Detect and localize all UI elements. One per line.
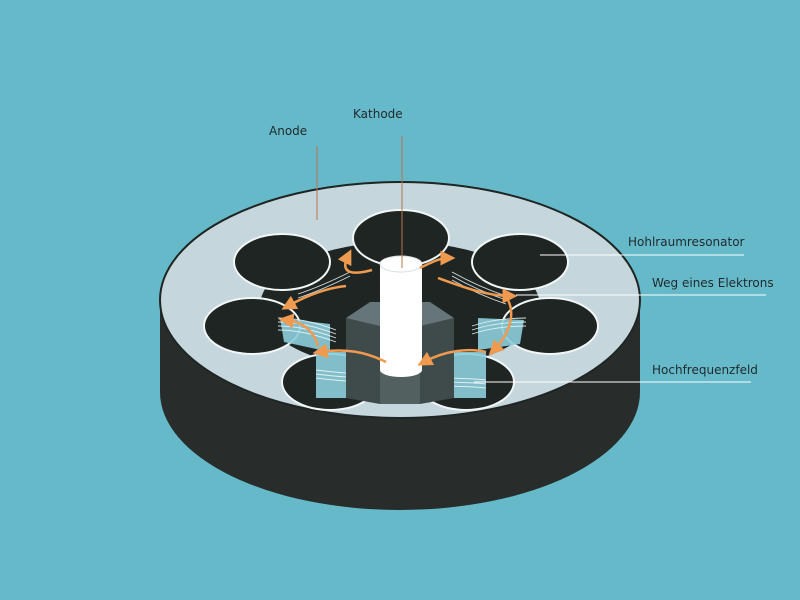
leader-lines (316, 136, 766, 383)
cavity-hole (233, 233, 331, 291)
anode-label: Anode (269, 124, 308, 138)
weg-eines-elektrons-label: Weg eines Elektrons (652, 276, 774, 290)
kathode-label: Kathode (353, 107, 403, 121)
electron-paths (278, 249, 518, 366)
cavity-hole (471, 233, 569, 291)
hohlraumresonator-label: Hohlraumresonator (628, 235, 745, 249)
cathode (379, 255, 423, 377)
hochfrequenzfeld-label: Hochfrequenzfeld (652, 363, 758, 377)
